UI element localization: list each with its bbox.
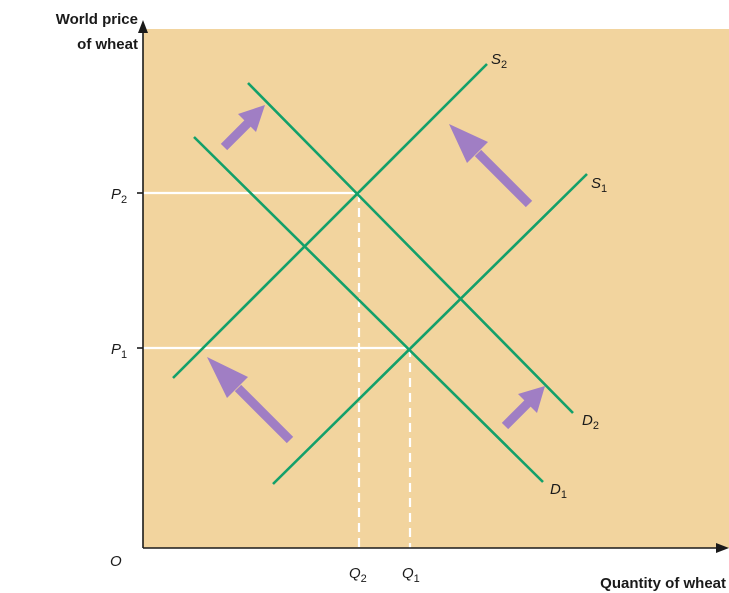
y-axis-title-line1: World price [56, 11, 138, 28]
p2-label: P2 [111, 186, 127, 206]
shift-arrow-s-upper-right [449, 124, 533, 208]
x-axis-title: Quantity of wheat [600, 575, 726, 592]
x-axis-arrowhead [716, 543, 729, 553]
supply-curve-s1 [272, 173, 588, 485]
s1-label: S1 [591, 175, 607, 195]
d1-label: D1 [550, 481, 567, 501]
origin-label: O [110, 553, 122, 570]
shift-arrow-d-lower-right [501, 386, 545, 430]
shift-arrow-s-lower-left [207, 357, 294, 444]
plot-background [143, 29, 729, 548]
s2-label: S2 [491, 51, 507, 71]
shift-arrow-d-upper-left [220, 105, 265, 151]
demand-curve-d2 [247, 82, 574, 414]
q1-label: Q1 [402, 565, 420, 585]
supply-curve-s2 [172, 63, 488, 379]
q2-label: Q2 [349, 565, 367, 585]
y-axis-title-line2: of wheat [77, 36, 138, 53]
y-axis-arrowhead [138, 20, 148, 33]
d2-label: D2 [582, 412, 599, 432]
p1-label: P1 [111, 341, 127, 361]
demand-curve-d1 [193, 136, 544, 483]
